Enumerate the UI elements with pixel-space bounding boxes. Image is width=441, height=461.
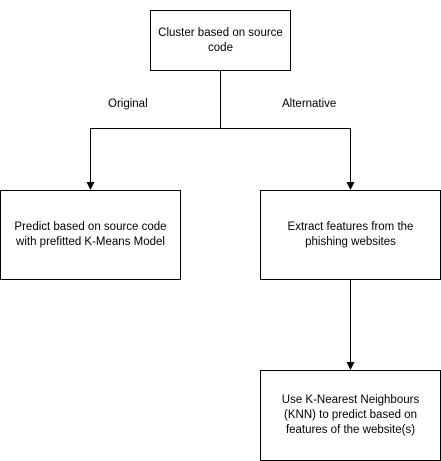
extract-features-node-label: Extract features from the phishing websi… — [287, 221, 414, 248]
edge-label-alternative: Alternative — [282, 97, 337, 111]
predict-kmeans-node: Predict based on source code with prefit… — [0, 190, 181, 280]
cluster-node-label: Cluster based on source code — [158, 26, 283, 54]
extract-features-node: Extract features from the phishing websi… — [260, 190, 441, 280]
edge-label-original: Original — [108, 97, 148, 111]
cluster-node: Cluster based on source code — [150, 10, 291, 71]
knn-node: Use K-Nearest Neighbours (KNN) to predic… — [260, 370, 441, 461]
predict-kmeans-node-label: Predict based on source code with prefit… — [14, 221, 167, 248]
knn-node-label: Use K-Nearest Neighbours (KNN) to predic… — [281, 394, 420, 436]
